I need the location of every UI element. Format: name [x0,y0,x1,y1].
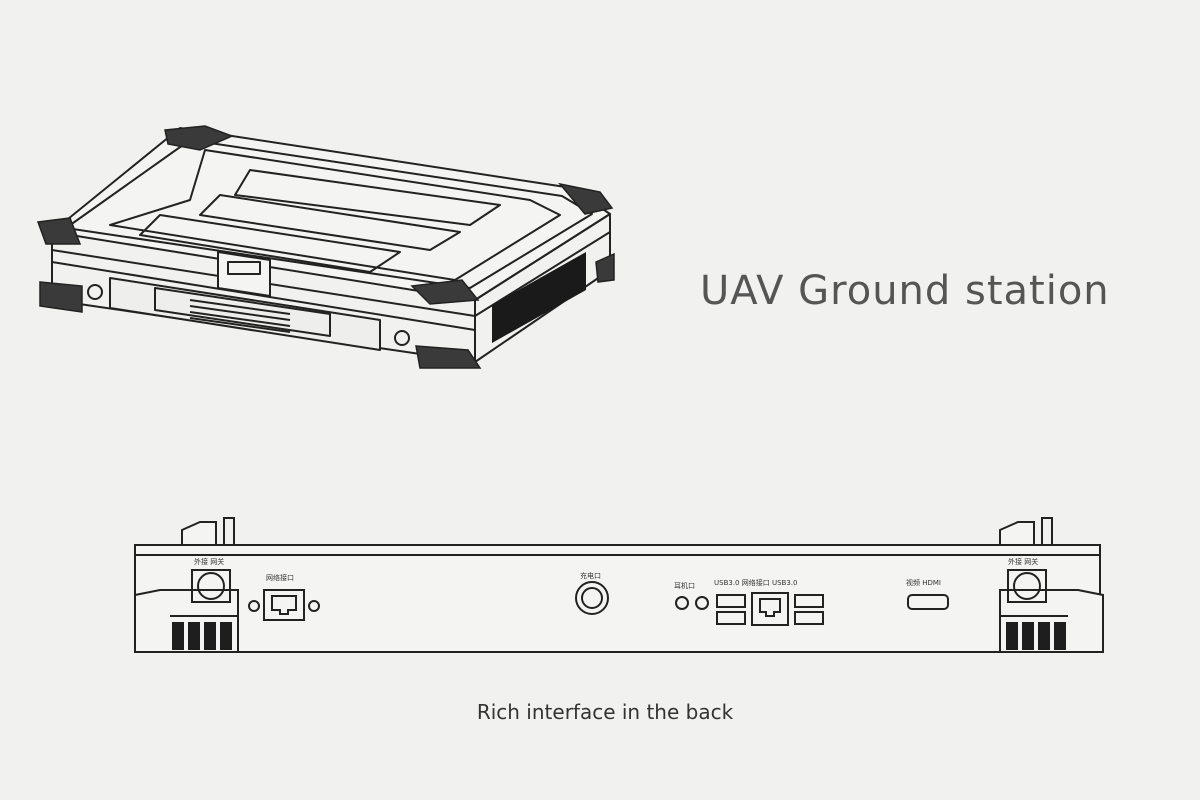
rugged-laptop-illustration [36,125,615,369]
caption: Rich interface in the back [476,700,734,724]
port-label: USB3.0 网络接口 USB3.0 [714,578,797,587]
port-label: 外接 网关 [194,557,224,566]
port-label: 外接 网关 [1008,557,1038,566]
product-title: UAV Ground station [700,268,1110,314]
port-label: 充电口 [580,571,601,580]
port-label: 视频 HDMI [906,578,941,587]
rear-panel-illustration: 外接 网关 网络接口 充电口 耳机口 USB3.0 网络接口 USB3.0 视频… [134,517,1104,653]
port-label: 网络接口 [266,573,294,582]
port-label: 耳机口 [674,581,695,590]
